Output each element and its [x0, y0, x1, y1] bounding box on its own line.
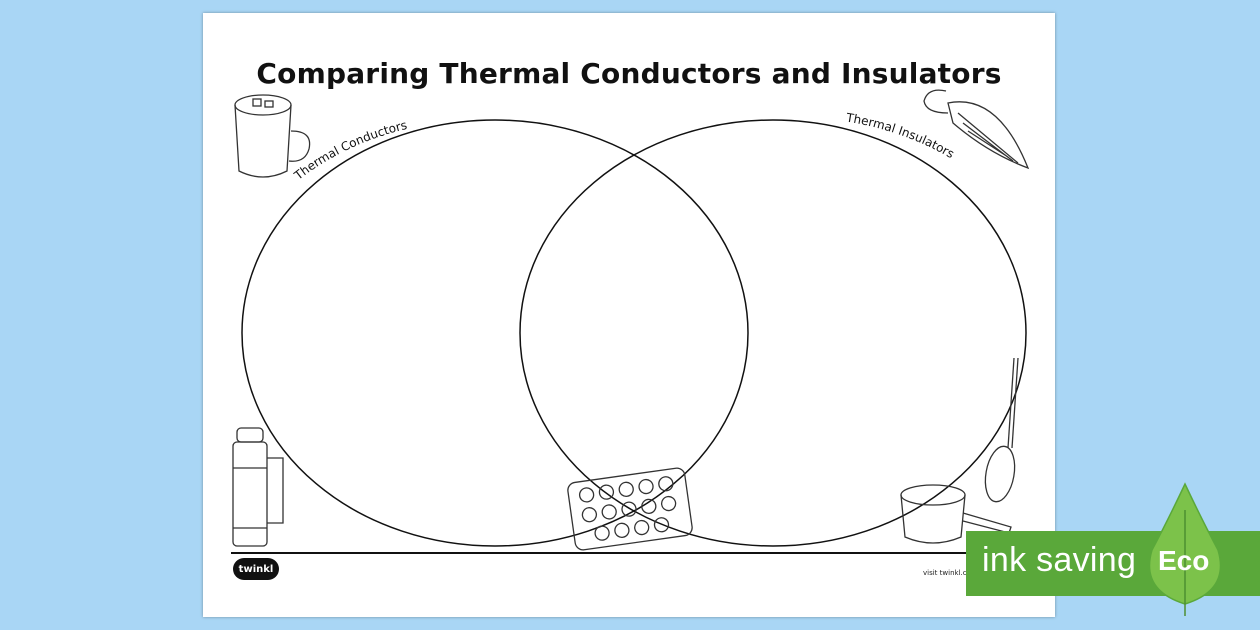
ink-saving-text: ink saving [982, 541, 1137, 579]
eco-badge: Eco [1158, 545, 1210, 576]
venn-circle-right [519, 119, 1027, 547]
wooden-spoon-icon [984, 357, 1019, 503]
twinkl-logo: twinkl [233, 558, 279, 580]
flask-icon [232, 427, 284, 547]
iron-icon [923, 89, 1030, 170]
page-title: Comparing Thermal Conductors and Insulat… [256, 57, 1002, 90]
footer-divider [231, 552, 1027, 554]
saucepan-icon [900, 484, 1012, 544]
mug-icon [234, 94, 311, 178]
worksheet-page: Comparing Thermal Conductors and Insulat… [203, 13, 1055, 617]
muffin-tray-icon [567, 467, 693, 551]
venn-diagram: Thermal Conductors Thermal Insulators [232, 89, 1030, 551]
right-circle-label: Thermal Insulators [844, 110, 956, 161]
eco-leaf-icon [1148, 482, 1222, 616]
footer-visit-text: visit twinkl.c [923, 569, 967, 577]
venn-circle-left [241, 119, 749, 547]
